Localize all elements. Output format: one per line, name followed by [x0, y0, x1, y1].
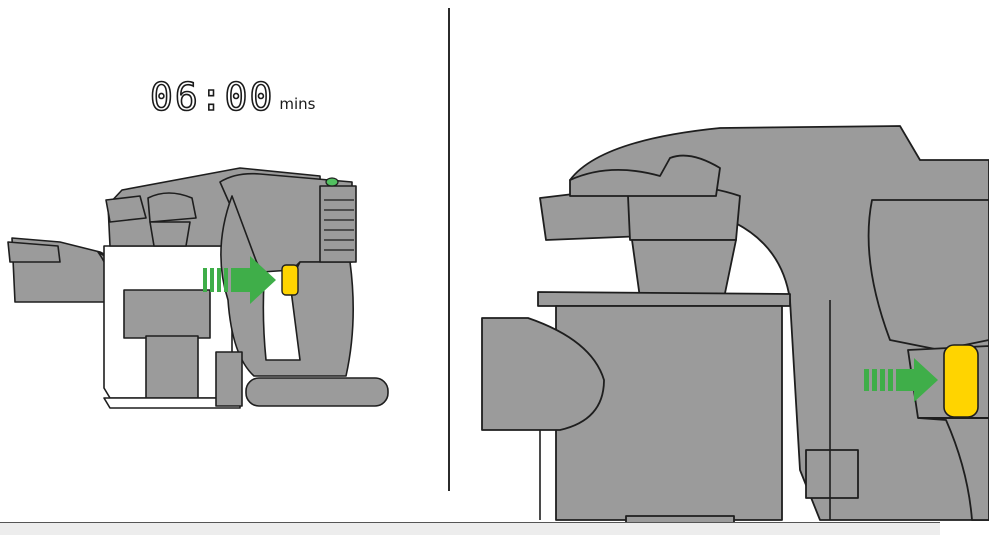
- inner-cyclone: [123, 289, 211, 339]
- push-arrow-icon: [203, 256, 276, 304]
- runtime-value: 06:00: [149, 75, 275, 119]
- detail-trigger-button: [943, 344, 979, 418]
- panel-divider: [448, 8, 450, 491]
- motor-vents: [324, 199, 354, 251]
- base-pad: [245, 377, 389, 407]
- handle: [220, 195, 354, 377]
- detail-nozzle: [481, 317, 605, 431]
- runtime-unit: mins: [279, 95, 316, 113]
- floor-strip: [0, 522, 940, 535]
- detail-push-arrow-icon: [864, 358, 938, 402]
- runtime-display: 06:00 mins: [149, 75, 316, 119]
- power-indicator-light: [325, 177, 339, 187]
- trigger-button: [281, 264, 299, 296]
